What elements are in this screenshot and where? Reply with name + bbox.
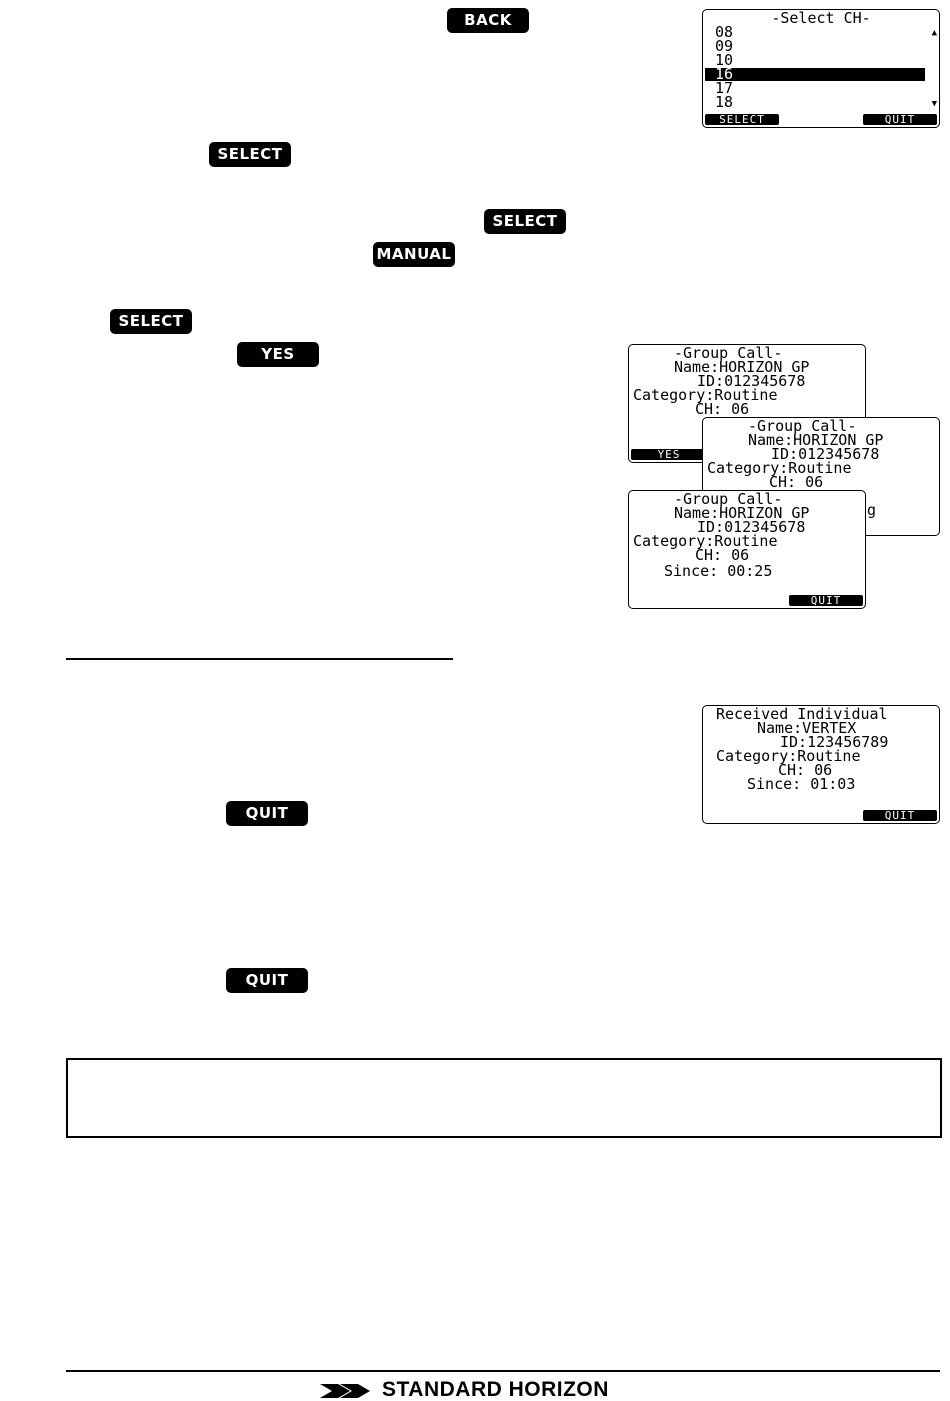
brand-logo-icon bbox=[320, 1384, 370, 1398]
scroll-down-icon: ▼ bbox=[931, 99, 937, 109]
group-name: Name:HORIZON GP bbox=[748, 431, 884, 449]
quit-softkey: QUIT bbox=[789, 595, 863, 606]
caller-id: ID:123456789 bbox=[780, 733, 889, 751]
group-name: Name:HORIZON GP bbox=[674, 358, 810, 376]
channel: CH: 06 bbox=[695, 546, 750, 564]
partial-text: g bbox=[867, 501, 877, 519]
select-key: SELECT bbox=[209, 142, 291, 167]
caller-name: Name:VERTEX bbox=[757, 719, 857, 737]
channel-item: 10 bbox=[715, 51, 734, 69]
category: Category:Routine bbox=[707, 459, 852, 477]
quit-key: QUIT bbox=[226, 968, 308, 993]
channel-item: 18 bbox=[715, 93, 734, 111]
screen-title: -Select CH- bbox=[771, 9, 871, 27]
group-call-screen: -Group Call- Name:HORIZON GP ID:01234567… bbox=[628, 490, 866, 609]
screen-title: Received Individual bbox=[716, 705, 888, 723]
category: Category:Routine bbox=[716, 747, 861, 765]
scroll-up-icon: ▲ bbox=[931, 28, 937, 38]
channel-item: 09 bbox=[715, 37, 734, 55]
category: Category:Routine bbox=[633, 386, 778, 404]
yes-key: YES bbox=[237, 342, 319, 367]
since-timer: Since: 01:03 bbox=[747, 775, 856, 793]
screen-title: -Group Call- bbox=[674, 344, 783, 362]
group-name: Name:HORIZON GP bbox=[674, 504, 810, 522]
select-key: SELECT bbox=[484, 209, 566, 234]
group-id: ID:012345678 bbox=[697, 372, 806, 390]
since-timer: Since: 00:25 bbox=[664, 562, 773, 580]
select-ch-screen: -Select CH- 08 09 10 16 17 18 ▲ ▼ SELECT… bbox=[702, 9, 940, 128]
channel-item-label: 16 bbox=[715, 65, 734, 83]
section-divider bbox=[66, 658, 453, 660]
received-individual-screen: Received Individual Name:VERTEX ID:12345… bbox=[702, 705, 940, 824]
quit-softkey: QUIT bbox=[863, 114, 937, 125]
brand-logo: STANDARD HORIZON bbox=[320, 1378, 609, 1401]
channel: CH: 06 bbox=[778, 761, 833, 779]
quit-softkey: QUIT bbox=[863, 810, 937, 821]
screen-title: -Group Call- bbox=[674, 490, 783, 508]
manual-key: MANUAL bbox=[373, 242, 455, 267]
channel-item: 17 bbox=[715, 79, 734, 97]
channel-item: 08 bbox=[715, 23, 734, 41]
back-key: BACK bbox=[447, 8, 529, 33]
brand-name: STANDARD HORIZON bbox=[382, 1378, 609, 1401]
note-box bbox=[66, 1058, 942, 1138]
group-id: ID:012345678 bbox=[771, 445, 880, 463]
channel: CH: 06 bbox=[695, 400, 750, 418]
category: Category:Routine bbox=[633, 532, 778, 550]
screen-title: -Group Call- bbox=[748, 417, 857, 435]
quit-key: QUIT bbox=[226, 801, 308, 826]
group-id: ID:012345678 bbox=[697, 518, 806, 536]
channel-item-selected: 16 bbox=[705, 65, 925, 83]
channel: CH: 06 bbox=[769, 473, 824, 491]
select-key: SELECT bbox=[110, 309, 192, 334]
select-softkey: SELECT bbox=[705, 114, 779, 125]
yes-softkey: YES bbox=[631, 449, 707, 460]
footer-rule bbox=[66, 1370, 940, 1372]
